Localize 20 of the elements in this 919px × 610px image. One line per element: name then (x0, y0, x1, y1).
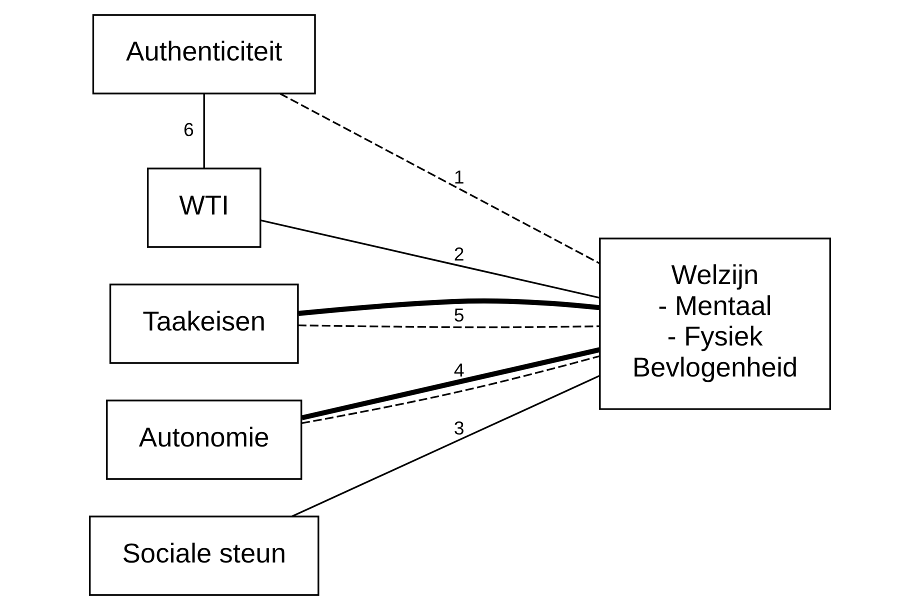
node-box: Sociale steun (88, 516, 319, 596)
edge-label: 6 (183, 118, 194, 140)
node-box: Autonomie (106, 400, 302, 480)
node-box: Taakeisen (108, 284, 298, 364)
node-box: Welzijn - Mentaal - Fysiek Bevlogenheid (598, 238, 831, 410)
edge-label: 2 (453, 243, 464, 264)
connector (260, 219, 600, 299)
connector (298, 324, 599, 328)
node-box: WTI (146, 168, 261, 248)
connector (300, 355, 600, 424)
edge-label: 5 (453, 304, 464, 326)
edge-label: 4 (453, 359, 464, 380)
connector (300, 347, 600, 420)
connector (279, 92, 600, 264)
connector (291, 374, 600, 518)
connector (298, 298, 600, 316)
node-box: Authenticiteit (92, 14, 316, 94)
connector (202, 94, 204, 168)
edge-label: 1 (453, 166, 464, 188)
edge-label: 3 (453, 417, 464, 438)
